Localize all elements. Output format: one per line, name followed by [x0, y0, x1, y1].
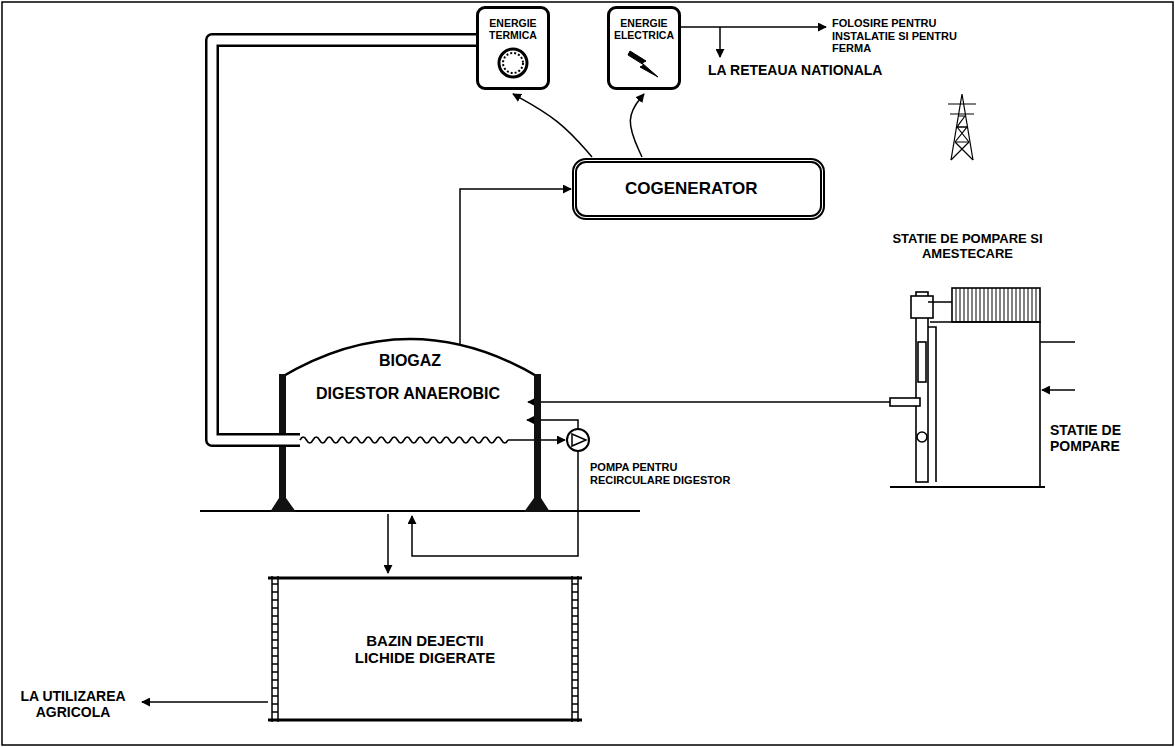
- energy-box: ENERGIE ELECTRICA: [607, 6, 681, 90]
- connector: [460, 189, 571, 345]
- cogenerator-box: COGENERATOR: [572, 158, 825, 220]
- connector: [513, 94, 592, 157]
- output-note: FOLOSIRE PENTRU INSTALATIE SI PENTRU FER…: [832, 17, 960, 55]
- connector-line: [460, 189, 571, 345]
- label-holder: POMPA PENTRU RECIRCULARE DIGESTOR: [590, 461, 755, 486]
- node-title: BIOGAZ: [268, 352, 552, 370]
- pylon-symbol: [948, 94, 976, 160]
- node-text: STATIE DE POMPARE: [1050, 422, 1150, 454]
- heating-coil: [300, 437, 508, 443]
- connector-line: [513, 94, 592, 157]
- node-text: DIGESTOR ANAEROBIC: [316, 385, 552, 403]
- heating-pipe: [268, 436, 301, 445]
- node-title: ENERGIE TERMICA: [479, 17, 547, 41]
- outlet-label: LA UTILIZAREA AGRICOLA: [8, 688, 138, 720]
- energy-box: ENERGIE TERMICA: [476, 6, 550, 90]
- connector: [528, 402, 890, 403]
- heating-pipe: [212, 40, 476, 440]
- connector: [388, 514, 389, 573]
- storage-tank: BAZIN DEJECTII LICHIDE DIGERATE: [268, 576, 582, 722]
- connector-line: [630, 94, 644, 157]
- output-arrow: [719, 27, 721, 57]
- ground-line: [200, 510, 640, 512]
- connector-line: [387, 514, 389, 573]
- connector-line: [528, 401, 890, 403]
- lightning-symbol: [628, 51, 658, 77]
- tank-outline: [268, 578, 582, 720]
- node-title: COGENERATOR: [625, 179, 758, 199]
- pump-symbol: [567, 429, 589, 451]
- label-holder: FOLOSIRE PENTRU INSTALATIE SI PENTRU FER…: [832, 17, 960, 55]
- station-drawing: [890, 288, 1075, 487]
- pump-label: POMPA PENTRU RECIRCULARE DIGESTOR: [590, 461, 755, 486]
- digester-tank: BIOGAZ DIGESTOR ANAEROBIC: [268, 330, 552, 512]
- wall: [524, 374, 550, 512]
- node-title: ENERGIE ELECTRICA: [610, 17, 678, 41]
- grid-label: LA RETEAUA NATIONALA: [708, 62, 908, 78]
- label-holder: LA RETEAUA NATIONALA: [708, 62, 908, 78]
- node-title: BAZIN DEJECTII LICHIDE DIGERATE: [335, 632, 515, 667]
- heat-symbol: [503, 53, 523, 73]
- connector: [212, 40, 476, 440]
- pump-symbol: [572, 434, 586, 446]
- node-title: STATIE DE POMPARE SI AMESTECARE: [892, 232, 1044, 262]
- heating-pipe: [268, 433, 300, 447]
- heating-pipe: [212, 40, 476, 440]
- node-outline: [890, 232, 1045, 492]
- tank-wall: [272, 576, 578, 722]
- connector: [630, 94, 644, 157]
- output-arrow: [681, 26, 826, 28]
- recirculation-line: [412, 451, 578, 556]
- pumping-station: STATIE DE POMPARE SI AMESTECARESTATIE DE…: [890, 232, 1045, 492]
- outlet-arrow: [142, 701, 268, 703]
- heat-symbol: [499, 49, 527, 77]
- label-holder: LA UTILIZAREA AGRICOLA: [8, 688, 138, 720]
